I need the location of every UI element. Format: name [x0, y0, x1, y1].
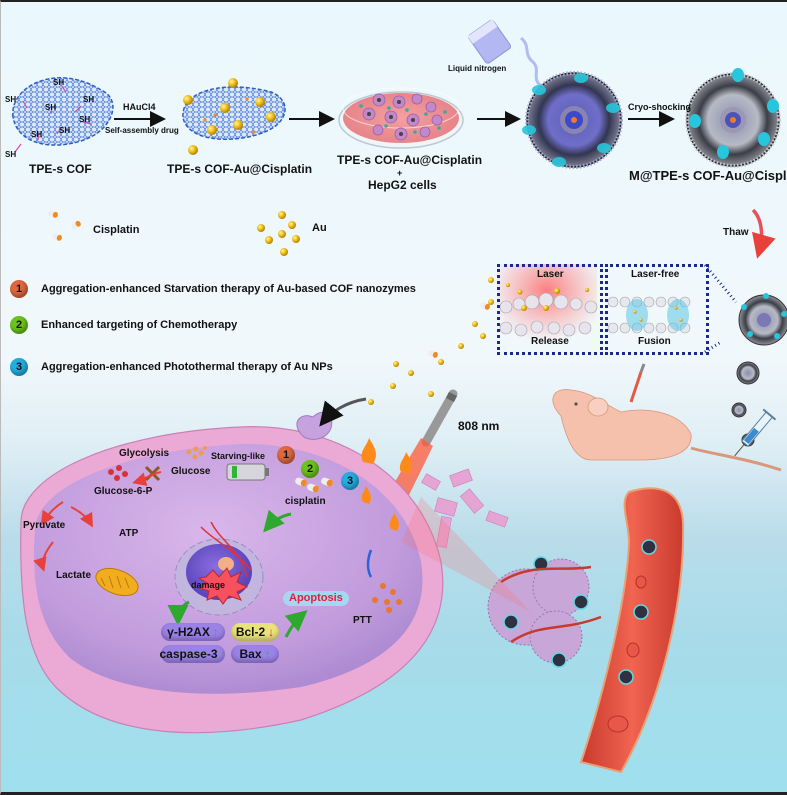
sh-label: SH [5, 150, 17, 159]
cof-au-sheet [182, 78, 286, 155]
final-product-label: M@TPE-s COF-Au@Cisplatin [629, 168, 787, 183]
marker-bax: Bax↑ [231, 645, 279, 663]
thaw-label: Thaw [723, 227, 749, 238]
blood-vessel [579, 487, 685, 774]
cryo-shocked-cell [685, 68, 781, 168]
fusion-panel [605, 264, 709, 355]
glucose6p-label: Glucose-6-P [94, 486, 153, 497]
down-arrow-icon: ↓ [268, 625, 275, 639]
tumor-cluster [487, 556, 602, 668]
glycolysis-label: Glycolysis [119, 448, 170, 459]
ptt-label: PTT [353, 615, 372, 626]
release-membrane [499, 283, 598, 337]
laser-wavelength: 808 nm [458, 419, 500, 433]
pyruvate-label: Pyruvate [23, 520, 66, 531]
marker-name: Bax [239, 647, 262, 661]
cisplatin-cell-label: cisplatin [285, 496, 326, 507]
starving-label: Starving-like [211, 451, 266, 461]
release-label: Release [531, 336, 569, 347]
au-legend-particles [257, 211, 300, 256]
therapy-3-text: Aggregation-enhanced Photothermal therap… [41, 361, 333, 373]
culture-label-line2: HepG2 cells [368, 178, 437, 192]
lactate-label: Lactate [56, 570, 92, 581]
marker-bcl2: Bcl-2↓ [231, 623, 279, 641]
marker-name: γ-H2AX [167, 625, 210, 639]
sh-label: SH [31, 130, 43, 139]
up-arrow-icon: ↑ [220, 647, 227, 661]
sh-label: SH [83, 95, 95, 104]
damage-label: damage [191, 580, 226, 590]
thawed-vesicle [738, 293, 787, 346]
sh-label: SH [53, 78, 65, 87]
cell-marker-3: 3 [341, 472, 359, 490]
reagent-label: HAuCl4 [123, 102, 156, 112]
mouse [552, 363, 782, 472]
therapy-2-badge: 2 [10, 316, 28, 334]
tumor-cell [20, 397, 444, 734]
therapy-1-badge: 1 [10, 280, 28, 298]
petri-dish [338, 87, 464, 149]
fusion-membrane [607, 296, 691, 334]
cell-marker-2: 2 [301, 460, 319, 478]
process-label: Self-assembly drug [105, 126, 179, 135]
culture-label-plus: + [397, 168, 403, 178]
apoptosis-label: Apoptosis [283, 591, 349, 606]
marker-name: caspase-3 [159, 647, 218, 661]
up-arrow-icon: ↑ [212, 625, 219, 639]
culture-label-line1: TPE-s COF-Au@Cisplatin [337, 153, 483, 167]
marker-caspase3: caspase-3↑ [159, 645, 227, 663]
cof-sheet [12, 77, 114, 153]
up-arrow-icon: ↑ [264, 647, 271, 661]
cryo-shocking-label: Cryo-shocking [628, 102, 692, 112]
release-panel [497, 264, 603, 355]
cof-label: TPE-s COF [29, 162, 92, 176]
legend-au: Au [312, 222, 327, 234]
cof-au-label: TPE-s COF-Au@Cisplatin [167, 162, 313, 176]
laser-free-label: Laser-free [631, 269, 680, 280]
therapy-3-badge: 3 [10, 358, 28, 376]
cell-fragments [421, 468, 509, 548]
liquid-nitrogen-flask [467, 19, 543, 88]
sh-label: SH [45, 103, 57, 112]
thaw-arrow [751, 208, 776, 259]
cisplatin-legend-pills [48, 210, 81, 241]
marker-gamma-h2ax: γ-H2AX↑ [161, 623, 225, 641]
frozen-cell-vesicle [522, 71, 623, 169]
syringe [734, 408, 777, 457]
sh-label: SH [5, 95, 17, 104]
cell-marker-1: 1 [277, 446, 295, 464]
laser-label: Laser [537, 269, 564, 280]
glucose-label: Glucose [171, 466, 211, 477]
fusion-label: Fusion [638, 336, 671, 347]
therapy-2-text: Enhanced targeting of Chemotherapy [41, 319, 238, 331]
legend-cisplatin: Cisplatin [93, 224, 140, 236]
therapy-1-text: Aggregation-enhanced Starvation therapy … [41, 283, 416, 295]
sh-label: SH [59, 126, 71, 135]
marker-name: Bcl-2 [235, 625, 266, 639]
particle-trail [368, 277, 494, 405]
sh-label: SH [79, 115, 91, 124]
atp-label: ATP [119, 528, 139, 539]
liquid-nitrogen-label: Liquid nitrogen [448, 64, 507, 73]
